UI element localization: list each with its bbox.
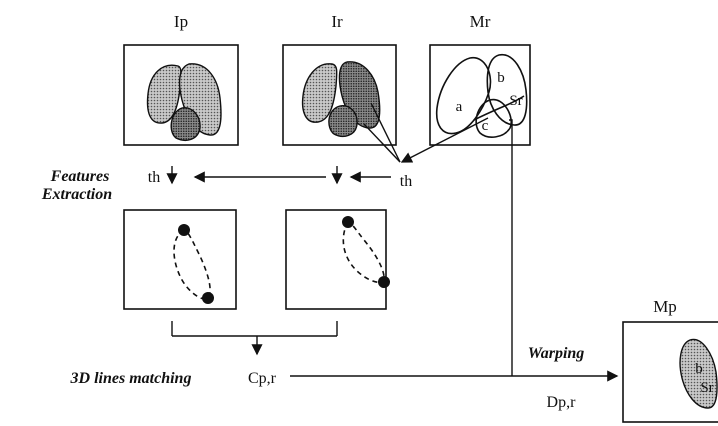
threshold-label-right: th (400, 173, 412, 190)
symbol-dpr: Dp,r (547, 394, 577, 411)
region-label-b: b (497, 70, 505, 86)
step-label-warping: Warping (528, 345, 585, 362)
panel-title-mp: Mp (653, 297, 677, 316)
region-label-a: a (456, 99, 463, 115)
extraction-arrows (172, 166, 391, 183)
step-label-features: Features (50, 168, 110, 185)
threshold-label-left: th (148, 169, 160, 186)
region-label-sr: Sr (509, 93, 522, 109)
step-label-extraction: Extraction (41, 186, 112, 203)
panel-features-ip-frame (124, 210, 236, 309)
mp-region-label-b: b (695, 361, 703, 377)
panel-title-ip: Ip (174, 12, 188, 31)
panel-title-ir: Ir (331, 12, 343, 31)
step-label-matching: 3D lines matching (70, 370, 192, 387)
panel-title-mr: Mr (470, 12, 491, 31)
symbol-cpr: Cp,r (248, 370, 277, 387)
panel-features-ir-frame (286, 210, 386, 309)
matching-bracket (172, 321, 337, 354)
mp-region-label-sr: Sr (700, 380, 713, 396)
